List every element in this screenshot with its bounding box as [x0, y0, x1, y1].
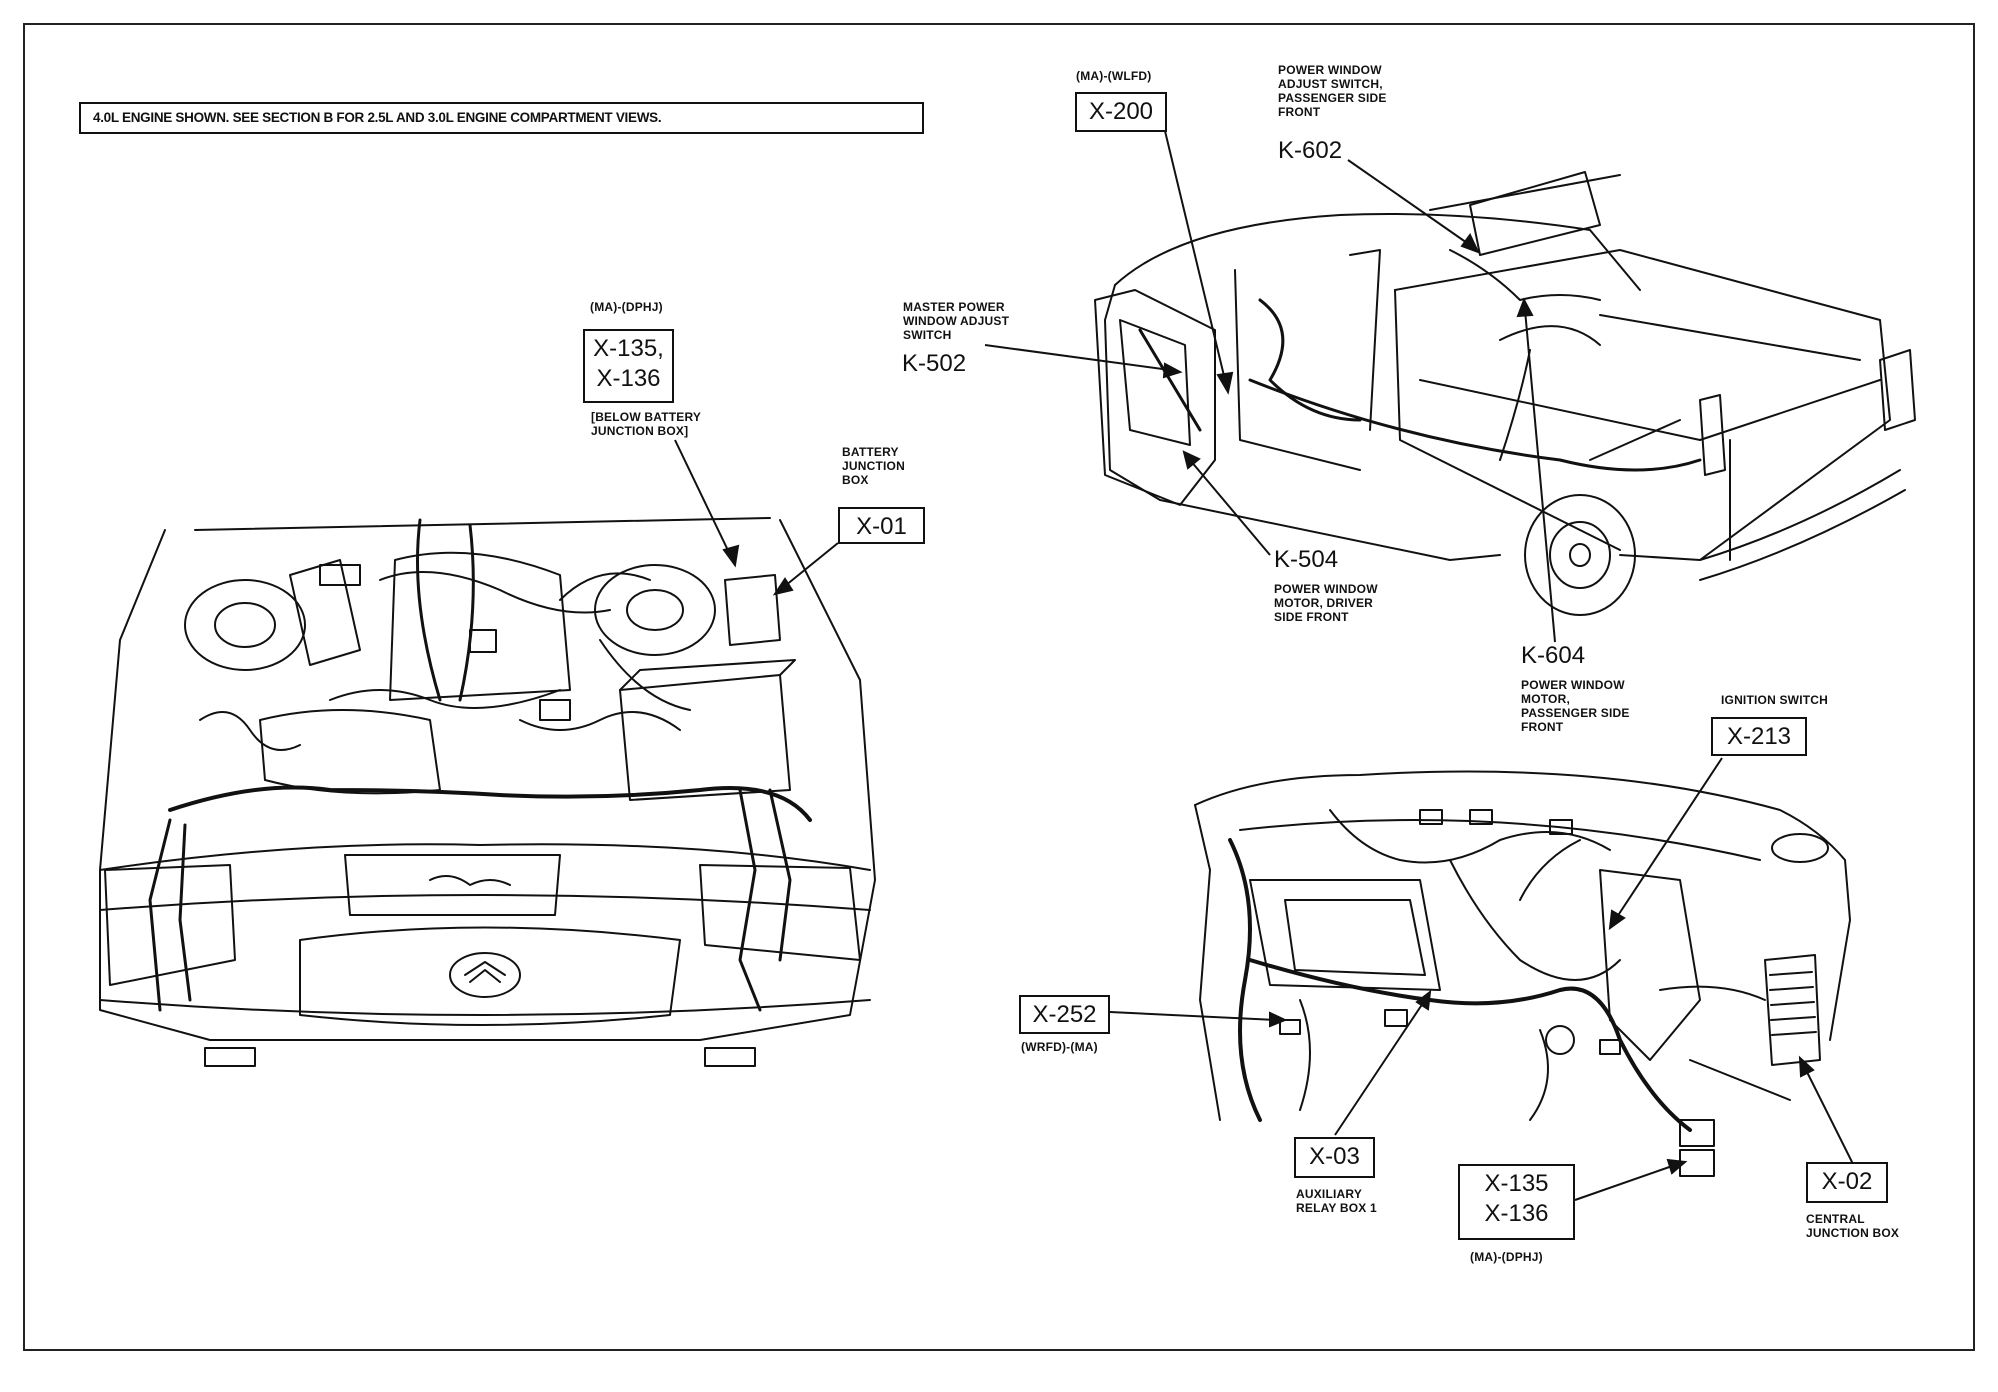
x02-code: X-02	[1806, 1162, 1888, 1203]
k502-code: K-502	[902, 350, 967, 377]
k504-code: K-504	[1274, 546, 1339, 573]
k504-desc: POWER WINDOW MOTOR, DRIVER SIDE FRONT	[1274, 582, 1378, 624]
diagram-frame	[23, 23, 1975, 1351]
x01-code: X-01	[838, 507, 925, 544]
x135-bottom-code: X-135 X-136	[1458, 1164, 1575, 1240]
x135-bottom-variant: (MA)-(DPHJ)	[1470, 1250, 1543, 1264]
x213-code: X-213	[1711, 717, 1807, 756]
x200-variant: (MA)-(WLFD)	[1076, 69, 1152, 83]
k604-code: K-604	[1521, 642, 1586, 669]
x135-top-desc: [BELOW BATTERY JUNCTION BOX]	[591, 410, 702, 438]
engine-compartment-illustration	[99, 517, 876, 1067]
x01-desc: BATTERY JUNCTION BOX	[842, 445, 905, 487]
x252-variant: (WRFD)-(MA)	[1021, 1040, 1098, 1054]
k602-desc: POWER WINDOW ADJUST SWITCH, PASSENGER SI…	[1278, 63, 1387, 119]
x03-code: X-03	[1294, 1137, 1375, 1178]
x200-code: X-200	[1075, 92, 1167, 132]
leader-lines	[674, 130, 1856, 1201]
x135-top-code: X-135, X-136	[583, 329, 674, 403]
x252-code: X-252	[1019, 995, 1110, 1034]
k502-desc: MASTER POWER WINDOW ADJUST SWITCH	[903, 300, 1010, 342]
instrument-panel-illustration	[1194, 770, 1851, 1177]
pickup-truck-illustration	[1094, 171, 1916, 616]
engine-note: 4.0L ENGINE SHOWN. SEE SECTION B FOR 2.5…	[79, 102, 924, 134]
x135-top-variant: (MA)-(DPHJ)	[590, 300, 663, 314]
k604-desc: POWER WINDOW MOTOR, PASSENGER SIDE FRONT	[1521, 678, 1630, 734]
k602-code: K-602	[1278, 137, 1343, 164]
x02-desc: CENTRAL JUNCTION BOX	[1806, 1212, 1900, 1240]
x03-desc: AUXILIARY RELAY BOX 1	[1296, 1187, 1377, 1215]
x213-desc: IGNITION SWITCH	[1721, 693, 1828, 707]
